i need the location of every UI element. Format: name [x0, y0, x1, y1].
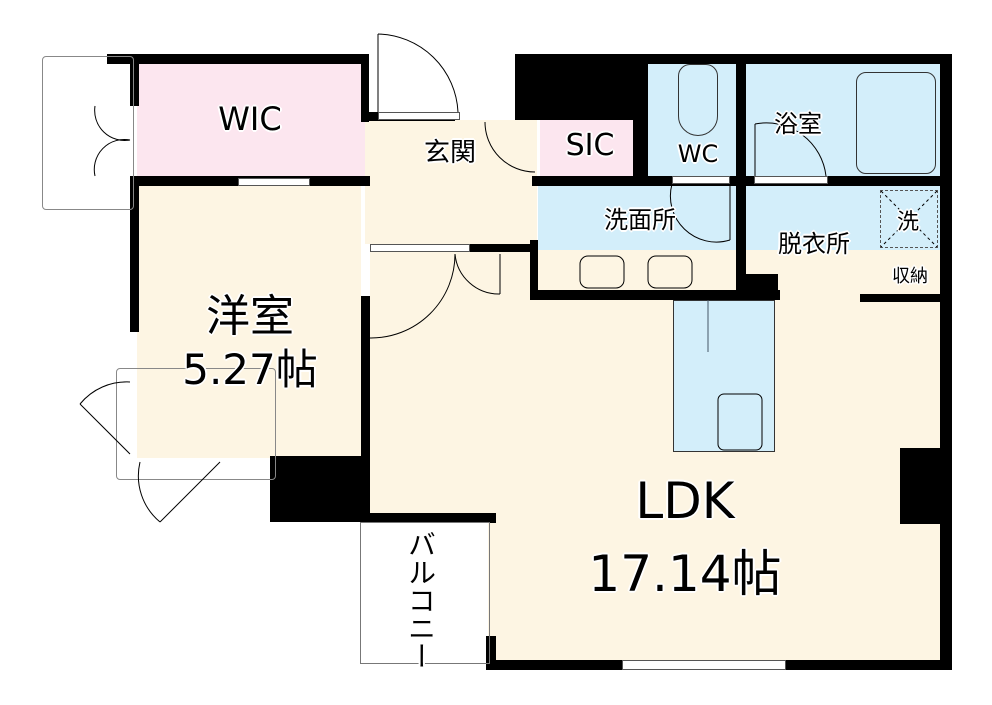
room-label-storage: 収納 — [892, 266, 928, 287]
room-label-western: 洋室 — [206, 291, 294, 342]
room-western — [137, 186, 361, 458]
room-sic — [540, 120, 640, 178]
wall — [362, 513, 496, 523]
balcony-rail — [42, 56, 134, 210]
room-label-genkan: 玄関 — [423, 138, 476, 168]
wall — [532, 290, 780, 300]
wall — [860, 294, 952, 302]
wall — [361, 54, 369, 122]
window — [238, 178, 310, 186]
room-label-wic: WIC — [218, 100, 282, 138]
wall — [515, 54, 945, 64]
wall — [486, 636, 496, 670]
wall — [361, 296, 370, 466]
room-balcony — [368, 520, 488, 664]
wall — [633, 54, 648, 184]
window — [754, 176, 828, 184]
room-label-bath: 浴室 — [774, 110, 822, 138]
room-bath — [746, 64, 942, 178]
kitchen-counter — [673, 300, 775, 452]
room-label-sic: SIC — [565, 128, 615, 163]
room-label-balcony: バルコニー — [404, 530, 437, 670]
wall — [107, 54, 369, 64]
room-wic — [137, 64, 365, 180]
wall — [515, 54, 645, 120]
window — [622, 660, 786, 670]
room-genkan — [365, 120, 537, 244]
wall — [900, 448, 952, 524]
wall — [532, 176, 952, 186]
room-label-dressing: 脱衣所 — [778, 230, 850, 258]
room-label-ldk: LDK — [635, 472, 735, 530]
window — [672, 176, 730, 184]
room-label-washroom: 洗面所 — [604, 206, 676, 234]
window — [370, 244, 470, 252]
balcony-rail — [116, 368, 276, 480]
toilet — [678, 64, 718, 136]
wall — [130, 54, 139, 106]
wall — [736, 54, 746, 294]
room-label-washer: 洗 — [896, 210, 919, 235]
wall — [270, 456, 370, 522]
wall — [746, 274, 778, 300]
room-size-western: 5.27帖 — [182, 345, 318, 394]
room-size-ldk: 17.14帖 — [588, 545, 782, 603]
balcony-rail — [360, 522, 490, 664]
room-label-wc: WC — [677, 140, 719, 168]
washer-space — [880, 190, 938, 248]
wall — [470, 244, 532, 252]
window — [378, 112, 460, 120]
bathtub — [856, 72, 936, 174]
wall — [130, 186, 139, 332]
wall — [530, 240, 538, 300]
